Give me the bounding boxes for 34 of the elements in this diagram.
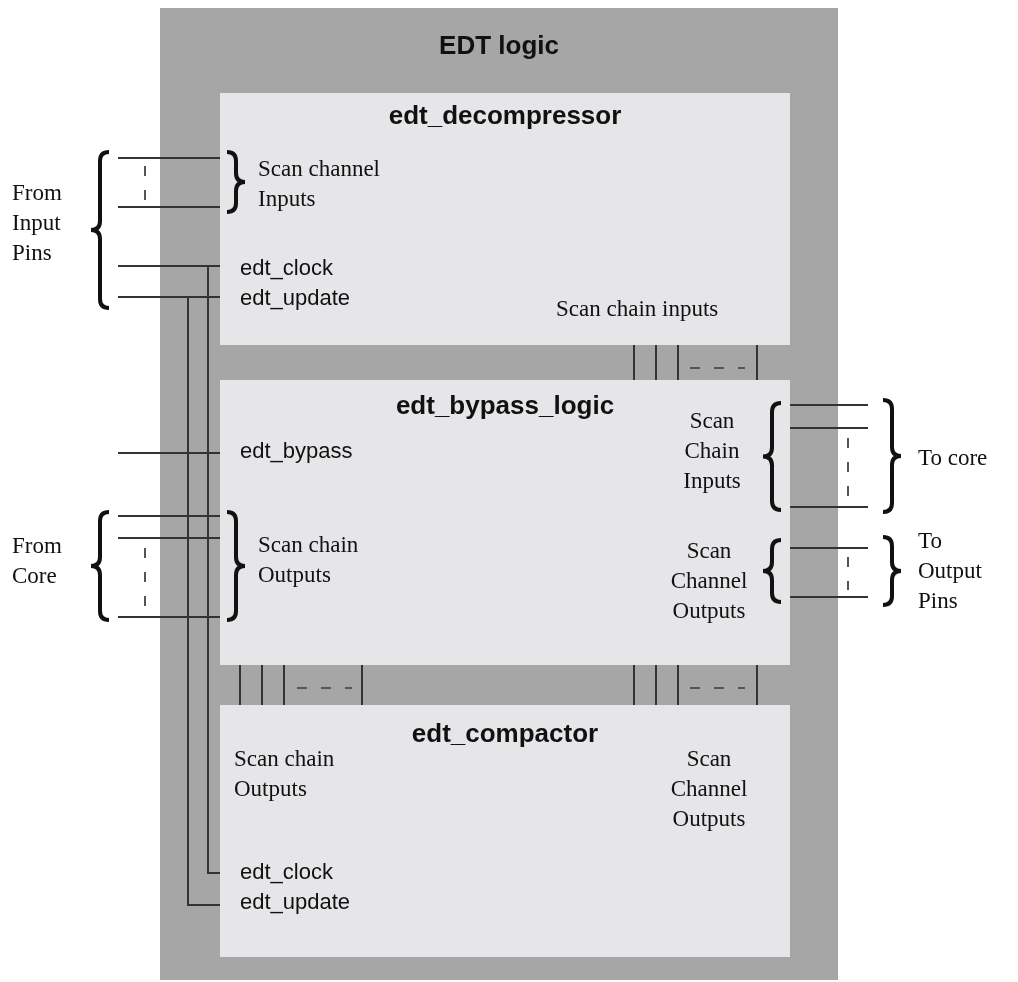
pin-label: Scan chain Outputs xyxy=(258,531,360,589)
pin-label: Scan chain Outputs xyxy=(234,745,336,803)
pin-label: edt_bypass xyxy=(240,437,353,465)
pin-label: Scan Channel Outputs xyxy=(669,537,749,625)
pin-label: edt_clock xyxy=(240,254,333,282)
pin-label: Scan channel Inputs xyxy=(258,155,381,213)
block-title: EDT logic xyxy=(438,30,560,60)
signal-line xyxy=(789,547,869,598)
block-box xyxy=(220,93,790,345)
signal-line xyxy=(117,296,221,298)
side-label: To core xyxy=(918,444,988,472)
signal-line xyxy=(789,404,869,508)
side-label: From Core xyxy=(12,532,63,590)
signal-line xyxy=(633,344,758,381)
signal-line xyxy=(187,296,221,906)
signal-line xyxy=(117,515,221,618)
block-box xyxy=(220,705,790,957)
pin-label: Scan chain inputs xyxy=(556,295,719,323)
signal-line xyxy=(239,664,363,706)
pin-label: edt_clock xyxy=(240,858,333,886)
pin-label: edt_update xyxy=(240,284,351,312)
side-label: From Input Pins xyxy=(12,179,63,267)
block-box xyxy=(220,380,790,665)
signal-line xyxy=(117,452,221,454)
block-title: edt_compactor xyxy=(410,718,600,748)
signal-line xyxy=(117,157,221,208)
block-box xyxy=(160,8,838,980)
signal-line xyxy=(633,664,758,706)
pin-label: Scan Chain Inputs xyxy=(682,407,742,495)
side-label: To Output Pins xyxy=(918,527,983,615)
pin-label: Scan Channel Outputs xyxy=(669,745,749,833)
block-title: edt_bypass_logic xyxy=(394,390,616,420)
pin-label: edt_update xyxy=(240,888,351,916)
block-title: edt_decompressor xyxy=(387,100,623,130)
